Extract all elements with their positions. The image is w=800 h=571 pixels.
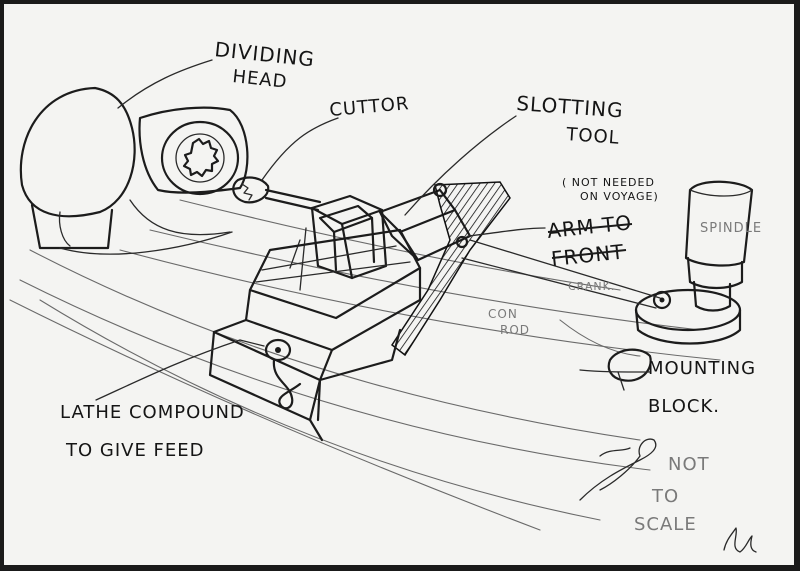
label-lathe-compound-line1: LATHE COMPOUND	[60, 402, 245, 423]
label-con-rod-line2: ROD	[500, 323, 530, 337]
signature-mark	[723, 527, 757, 553]
front-strikethrough	[551, 249, 627, 259]
dividing-head	[19, 86, 249, 255]
label-slotting-tool-line2: TOOL	[565, 124, 621, 149]
label-lathe-compound-line2: TO GIVE FEED	[65, 440, 205, 461]
label-mounting-block-line1: MOUNTING	[648, 358, 756, 379]
lathe-compound	[208, 228, 422, 442]
label-spindle: SPINDLE	[700, 221, 762, 236]
label-not-needed-line1: ( NOT NEEDED	[562, 176, 655, 189]
label-crank: CRANK.	[568, 280, 615, 293]
scale-scribble	[579, 438, 657, 501]
label-not-to-scale-line2: TO	[651, 486, 679, 507]
paper-background	[4, 4, 794, 565]
label-con-rod-line1: CON	[488, 307, 518, 321]
tool-post	[289, 194, 388, 291]
arm	[390, 181, 511, 357]
label-not-needed-line2: ON VOYAGE)	[580, 190, 659, 203]
label-mounting-block-line2: BLOCK.	[648, 396, 720, 417]
feed-handwheel	[239, 338, 302, 410]
con-rod	[461, 239, 661, 357]
leader-lines	[95, 59, 651, 401]
label-not-to-scale-line1: NOT	[668, 454, 710, 475]
cutter	[232, 176, 322, 212]
label-not-to-scale-line3: SCALE	[634, 514, 697, 535]
spindle-crank	[634, 180, 754, 345]
arm-strikethrough	[547, 223, 633, 233]
mounting-block	[607, 348, 652, 391]
